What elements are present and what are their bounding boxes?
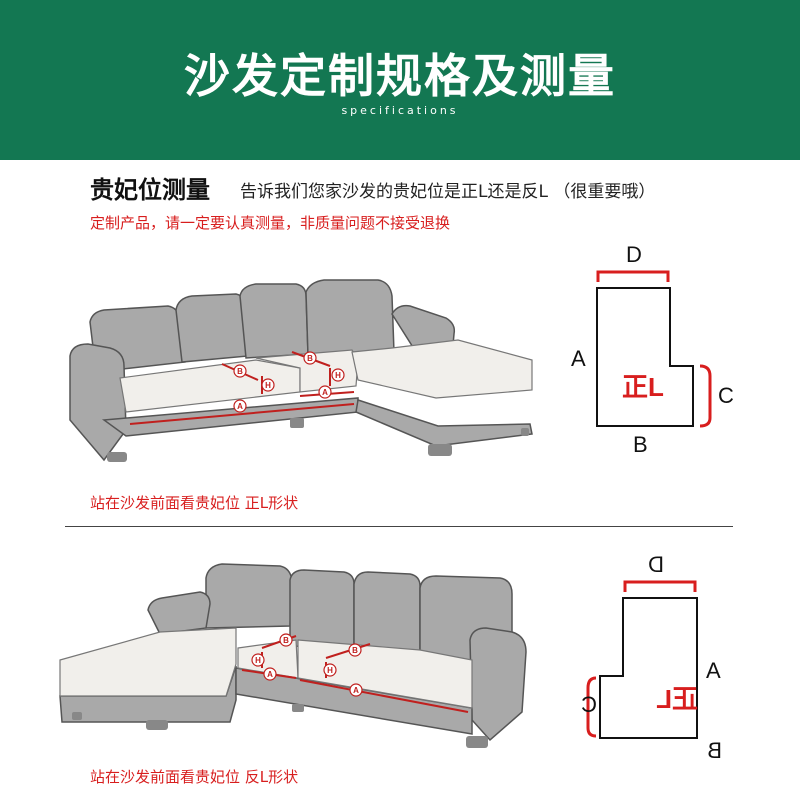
- page-subtitle: specifications: [341, 104, 459, 117]
- sofa-mark-a: A: [353, 686, 359, 695]
- warning-text: 定制产品，请一定要认真测量，非质量问题不接受退换: [90, 214, 451, 232]
- sofa-mark-a: A: [322, 388, 328, 397]
- dim-label-b: B: [707, 738, 722, 763]
- divider: [65, 526, 733, 527]
- sofa-mark-h: H: [255, 656, 261, 665]
- dim-label-a: A: [571, 346, 586, 371]
- dim-label-b: B: [633, 432, 648, 457]
- dim-label-c: C: [581, 692, 597, 717]
- sofa-mark-b: B: [283, 636, 289, 645]
- dim-label-d: D: [648, 552, 664, 577]
- shape-label: 正L: [656, 684, 698, 714]
- sofa-mark-h: H: [265, 381, 271, 390]
- top-caption: 站在沙发前面看贵妃位 正L形状: [90, 494, 299, 512]
- sofa-mark-h: H: [335, 371, 341, 380]
- sofa-mark-a: A: [267, 670, 273, 679]
- sofa-mark-h: H: [327, 666, 333, 675]
- section-title: 贵妃位测量: [90, 176, 210, 204]
- sofa-mark-b: B: [352, 646, 358, 655]
- dim-label-d: D: [626, 242, 642, 267]
- dim-label-a: A: [706, 658, 721, 683]
- page-title: 沙发定制规格及测量: [184, 49, 616, 103]
- section-description: 告诉我们您家沙发的贵妃位是正L还是反L （很重要哦）: [240, 182, 656, 202]
- shape-label: 正L: [622, 372, 664, 402]
- bottom-caption: 站在沙发前面看贵妃位 反L形状: [90, 768, 299, 786]
- header-banner: 沙发定制规格及测量 specifications: [0, 0, 800, 160]
- dim-label-c: C: [718, 383, 734, 408]
- sofa-mark-b: B: [307, 354, 313, 363]
- sofa-mark-b: B: [237, 367, 243, 376]
- sofa-mark-a: A: [237, 402, 243, 411]
